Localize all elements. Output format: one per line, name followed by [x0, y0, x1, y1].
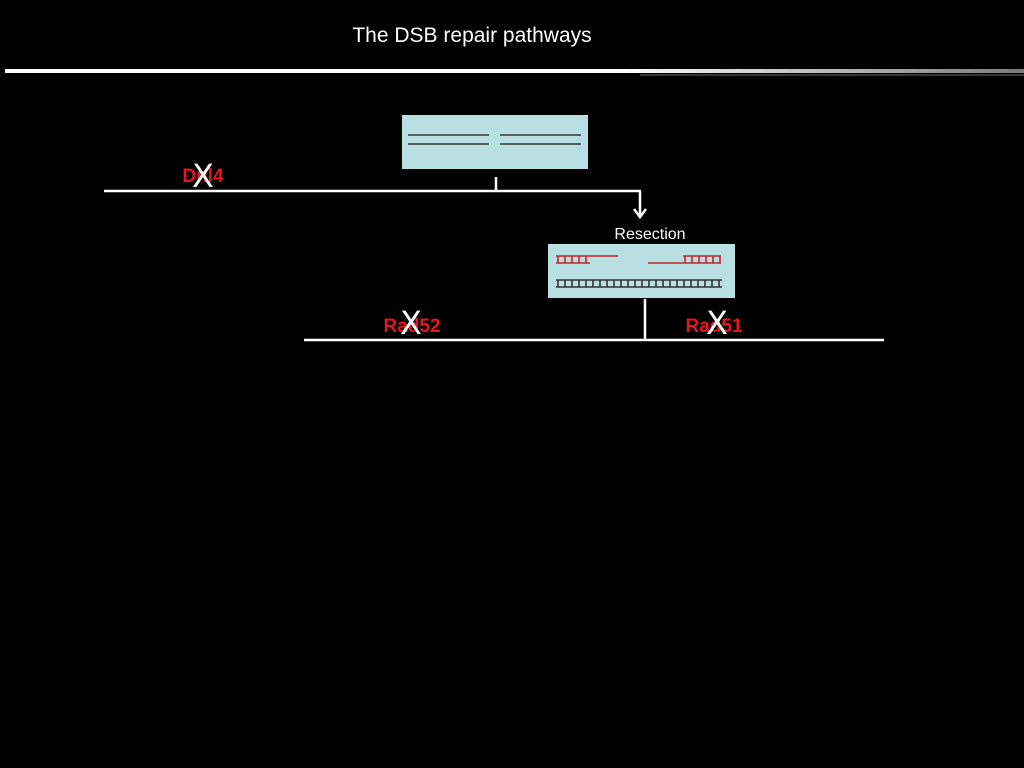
dnl4-label: Dnl4: [182, 166, 224, 187]
rad51-label: Rad51: [685, 316, 742, 337]
slide-title: The DSB repair pathways: [352, 24, 591, 47]
rad52-label: Rad52: [383, 316, 440, 337]
dnl4-block-mark: X: [192, 157, 214, 195]
dna-rungs: [557, 256, 721, 287]
dsb-dna-box: [402, 115, 588, 169]
resected-dna-box: [548, 244, 735, 298]
title-rule: [5, 69, 1024, 73]
resection-arrow-head: [633, 208, 647, 220]
rad51-block-mark: X: [706, 304, 728, 342]
resection-label: Resection: [614, 226, 685, 243]
rad52-block-mark: X: [400, 304, 422, 342]
resected-box-background: [548, 244, 735, 298]
dsb-box-background: [402, 115, 588, 169]
